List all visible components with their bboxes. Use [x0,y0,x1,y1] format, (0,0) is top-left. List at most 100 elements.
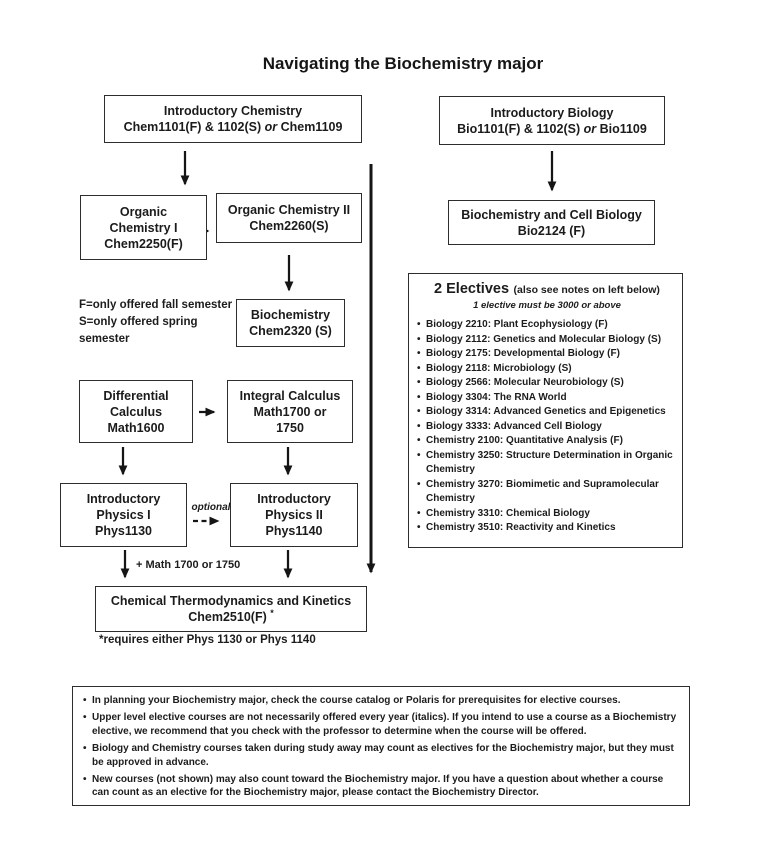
box-line: Chemical Thermodynamics and Kinetics [110,594,352,608]
page-title: Navigating the Biochemistry major [262,54,544,73]
bullet: • [83,743,87,755]
elective-item-text: Biology 3304: The RNA World [426,391,567,403]
box-line: Biochemistry [250,308,331,322]
elective-item: • Biology 3333: Advanced Cell Biology [417,420,677,435]
electives-subheading: 1 elective must be 3000 or above [473,300,621,311]
box-organic-chemistry-1: Organic Chemistry I Chem2250(F) [80,195,207,260]
course-code: Bio1109 [596,121,647,136]
elective-item: • Chemistry 3270: Biomimetic and Supramol… [417,478,677,507]
box-line: Math1600 [107,420,165,435]
box-line: Chem2510(F) * [188,607,274,625]
box-line: Phys1130 [95,524,152,538]
bullet: • [417,362,421,374]
elective-item-text: Biology 3333: Advanced Cell Biology [426,420,602,432]
box-chemical-thermodynamics: Chemical Thermodynamics and Kinetics Che… [95,586,367,632]
electives-heading-note: (also see notes on left below) [513,284,659,296]
elective-item: • Chemistry 3510: Reactivity and Kinetics [417,521,677,536]
box-line: Introductory Chemistry [163,104,303,118]
box-line: Differential [103,388,169,403]
bullet: • [417,406,421,417]
or-word: or [264,120,278,134]
elective-item-text: Biology 2118: Microbiology (S) [426,362,572,374]
box-introductory-physics-1: Introductory Physics I Phys1130 [60,483,187,547]
box-line: Organic Chemistry II [227,203,351,217]
bullet: • [417,522,421,533]
or-word: or [583,121,597,136]
note-item-text: Biology and Chemistry courses taken duri… [92,743,674,768]
note-item-text: New courses (not shown) may also count t… [92,774,664,799]
bullet: • [83,774,87,786]
electives-box: 2 Electives (also see notes on left belo… [408,273,683,548]
elective-item-text: Biology 3314: Advanced Genetics and Epig… [426,406,666,417]
box-line: Calculus [109,404,163,419]
box-biochemistry: Biochemistry Chem2320 (S) [236,299,345,347]
elective-item-text: Chemistry 3270: Biomimetic and Supramole… [426,478,659,505]
bullet: • [417,507,421,519]
bullet: • [417,435,421,446]
bullet: • [417,348,421,359]
box-line: 1750 [276,420,304,435]
elective-item: • Biology 3304: The RNA World [417,391,677,406]
legend-line: semester [79,333,130,345]
electives-heading-main: 2 Electives [434,281,510,297]
elective-item: • Chemistry 3310: Chemical Biology [417,507,677,522]
bullet: • [417,449,421,461]
box-line: Chem2250(F) [104,236,183,251]
course-code: Chem1109 [277,120,343,134]
box-line: Biochemistry and Cell Biology [461,207,642,222]
box-differential-calculus: Differential Calculus Math1600 [79,380,193,443]
plus-math-label: + Math 1700 or 1750 [136,559,241,571]
box-introductory-chemistry: Introductory Chemistry Chem1101(F) & 110… [104,95,362,143]
course-code: Chem2510(F) [188,610,267,624]
asterisk: * [270,607,274,618]
elective-item: •Biology 2210: Plant Ecophysiology (F) [417,318,677,333]
bullet: • [417,391,421,403]
note-item-text: Upper level elective courses are not nec… [92,712,677,737]
course-code: Chem1101(F) & 1102(S) [123,120,265,134]
course-code: Bio1101(F) & 1102(S) [457,121,584,136]
box-line: Chem1101(F) & 1102(S) or Chem1109 [124,119,343,135]
bullet: • [417,420,421,432]
box-line: Chem2260(S) [249,219,329,233]
bullet: • [417,478,421,490]
elective-item-text: Chemistry 3310: Chemical Biology [426,507,590,519]
elective-item-text: Chemistry 3250: Structure Determination … [426,449,673,476]
electives-heading-note-text: (also see notes on left below) [513,284,660,296]
bullet: • [417,377,421,388]
thermo-footnote: *requires either Phys 1130 or Phys 1140 [99,634,316,646]
box-integral-calculus: Integral Calculus Math1700 or 1750 [227,380,353,443]
bullet: • [83,695,87,706]
elective-item-text: Biology 2112: Genetics and Molecular Bio… [426,333,662,345]
elective-item-text: Biology 2566: Molecular Neurobiology (S) [426,377,624,388]
legend-line: S=only offered spring [79,316,198,328]
box-line: Introductory [86,492,161,506]
box-line: Physics II [265,508,323,522]
box-line: Integral Calculus [239,388,341,403]
elective-item: • Biology 3314: Advanced Genetics and Epi… [417,405,677,420]
box-line: Physics I [96,508,151,522]
legend-line: F=only offered fall semester [79,299,233,311]
elective-item: • Biology 2566: Molecular Neurobiology (S… [417,376,677,391]
elective-item: • Biology 2118: Microbiology (S) [417,362,677,377]
box-biochemistry-cell-biology: Biochemistry and Cell Biology Bio2124 (F… [448,200,655,245]
elective-item-text: Biology 2175: Developmental Biology (F) [426,348,620,359]
elective-item-text: Chemistry 2100: Quantitative Analysis (F… [426,435,623,446]
box-line: Organic [119,204,168,219]
elective-item-text: Chemistry 3510: Reactivity and Kinetics [426,522,616,533]
semester-legend: F=only offered fall semester S=only offe… [79,297,232,348]
elective-item: •Biology 2112: Genetics and Molecular Bi… [417,333,677,348]
note-item: • Biology and Chemistry courses taken dur… [83,742,679,769]
note-item: • New courses (not shown) may also count … [83,773,679,800]
box-introductory-physics-2: Introductory Physics II Phys1140 [230,483,358,547]
box-line: Chemistry I [109,220,178,235]
optional-label: optional [191,502,231,513]
elective-item: • Chemistry 3250: Structure Determination… [417,449,677,478]
elective-item: • Chemistry 2100: Quantitative Analysis (… [417,434,677,449]
notes-box: • In planning your Biochemistry major, ch… [72,686,690,806]
box-organic-chemistry-2: Organic Chemistry II Chem2260(S) [216,193,362,243]
note-item-text: In planning your Biochemistry major, che… [92,695,621,706]
box-line: Math1700 or [253,404,327,419]
box-line: Bio2124 (F) [517,223,586,238]
note-item: •Upper level elective courses are not ne… [83,711,679,738]
